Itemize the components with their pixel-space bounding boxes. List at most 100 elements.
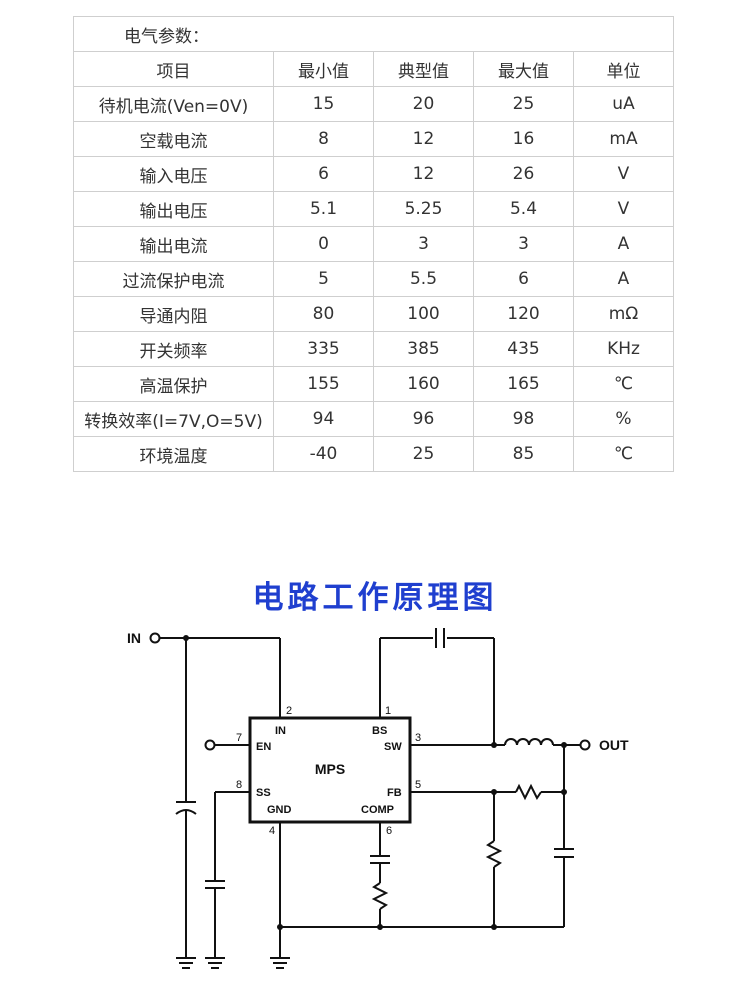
pin-number-en: 7 <box>236 732 242 744</box>
pin-number-bs: 1 <box>385 705 391 717</box>
pin-name-comp: COMP <box>361 804 394 816</box>
table-cell: A <box>573 226 674 262</box>
diagram-title: 电路工作原理图 <box>252 580 498 616</box>
pin-number-fb: 5 <box>415 779 421 791</box>
table-cell: 16 <box>473 121 574 157</box>
table-cell: 5.25 <box>373 191 474 227</box>
row-label: 开关频率 <box>73 331 274 367</box>
table-cell: 25 <box>373 436 474 472</box>
table-cell: -40 <box>273 436 374 472</box>
table-cell: 5 <box>273 261 374 297</box>
pin-name-gnd: GND <box>267 804 292 816</box>
ground-symbol-2 <box>205 957 225 969</box>
table-cell: 5.5 <box>373 261 474 297</box>
table-cell: 160 <box>373 366 474 402</box>
table-cell: 12 <box>373 121 474 157</box>
header-max: 最大值 <box>473 51 574 87</box>
table-cell: 85 <box>473 436 574 472</box>
table-cell: 0 <box>273 226 374 262</box>
table-cell: % <box>573 401 674 437</box>
pin-name-sw: SW <box>384 741 402 753</box>
table-cell: V <box>573 156 674 192</box>
table-header-row: 项目 最小值 典型值 最大值 单位 <box>73 51 674 87</box>
table-cell: 5.1 <box>273 191 374 227</box>
out-terminal <box>579 739 591 751</box>
row-label: 高温保护 <box>73 366 274 402</box>
en-terminal <box>204 739 216 751</box>
table-cell: 6 <box>473 261 574 297</box>
table-cell: 26 <box>473 156 574 192</box>
table-cell: uA <box>573 86 674 122</box>
row-label: 输出电压 <box>73 191 274 227</box>
pin-name-in: IN <box>275 725 286 737</box>
out-label: OUT <box>599 737 629 753</box>
table-cell: mA <box>573 121 674 157</box>
table-cell: 8 <box>273 121 374 157</box>
table-cell: 335 <box>273 331 374 367</box>
table-cell: 6 <box>273 156 374 192</box>
table-cell: 165 <box>473 366 574 402</box>
table-cell: 3 <box>473 226 574 262</box>
table-cell: 96 <box>373 401 474 437</box>
table-cell: ℃ <box>573 436 674 472</box>
table-cell: 120 <box>473 296 574 332</box>
pin-number-in: 2 <box>286 705 292 717</box>
row-label: 待机电流(Ven=0V) <box>73 86 274 122</box>
table-title-row: 电气参数： <box>73 16 674 52</box>
row-label: 转换效率(I=7V,O=5V) <box>73 401 274 437</box>
row-label: 输入电压 <box>73 156 274 192</box>
pin-number-gnd: 4 <box>269 825 275 837</box>
pin-name-bs: BS <box>372 725 387 737</box>
pin-name-fb: FB <box>387 787 402 799</box>
table-cell: 435 <box>473 331 574 367</box>
pin-name-en: EN <box>256 741 271 753</box>
compensation-resistor <box>371 882 389 910</box>
table-cell: 12 <box>373 156 474 192</box>
table-cell: 25 <box>473 86 574 122</box>
row-label: 空载电流 <box>73 121 274 157</box>
in-label: IN <box>127 630 141 646</box>
header-typ: 典型值 <box>373 51 474 87</box>
feedback-resistor-top <box>515 783 542 801</box>
table-cell: 15 <box>273 86 374 122</box>
table-cell: 155 <box>273 366 374 402</box>
table-cell: 3 <box>373 226 474 262</box>
table-cell: A <box>573 261 674 297</box>
table-title: 电气参数： <box>73 16 674 52</box>
header-item: 项目 <box>73 51 274 87</box>
row-label: 导通内阻 <box>73 296 274 332</box>
ground-symbol-1 <box>176 957 196 969</box>
table-cell: 385 <box>373 331 474 367</box>
ground-symbol-3 <box>270 957 290 969</box>
inductor <box>504 738 554 746</box>
pin-number-sw: 3 <box>415 732 421 744</box>
table-cell: mΩ <box>573 296 674 332</box>
table-cell: 94 <box>273 401 374 437</box>
row-label: 环境温度 <box>73 436 274 472</box>
pin-name-ss: SS <box>256 787 271 799</box>
mps-chip <box>248 716 412 824</box>
table-cell: V <box>573 191 674 227</box>
table-cell: 80 <box>273 296 374 332</box>
feedback-resistor-bottom <box>485 840 503 868</box>
circuit-diagram: IN OUT MPS 2 1 7 3 8 5 4 6 IN BS EN SW S… <box>127 628 629 969</box>
table-cell: 100 <box>373 296 474 332</box>
pin-number-ss: 8 <box>236 779 242 791</box>
table-cell: 20 <box>373 86 474 122</box>
header-min: 最小值 <box>273 51 374 87</box>
table-cell: KHz <box>573 331 674 367</box>
table-cell: 98 <box>473 401 574 437</box>
pin-number-comp: 6 <box>386 825 392 837</box>
header-unit: 单位 <box>573 51 674 87</box>
row-label: 过流保护电流 <box>73 261 274 297</box>
